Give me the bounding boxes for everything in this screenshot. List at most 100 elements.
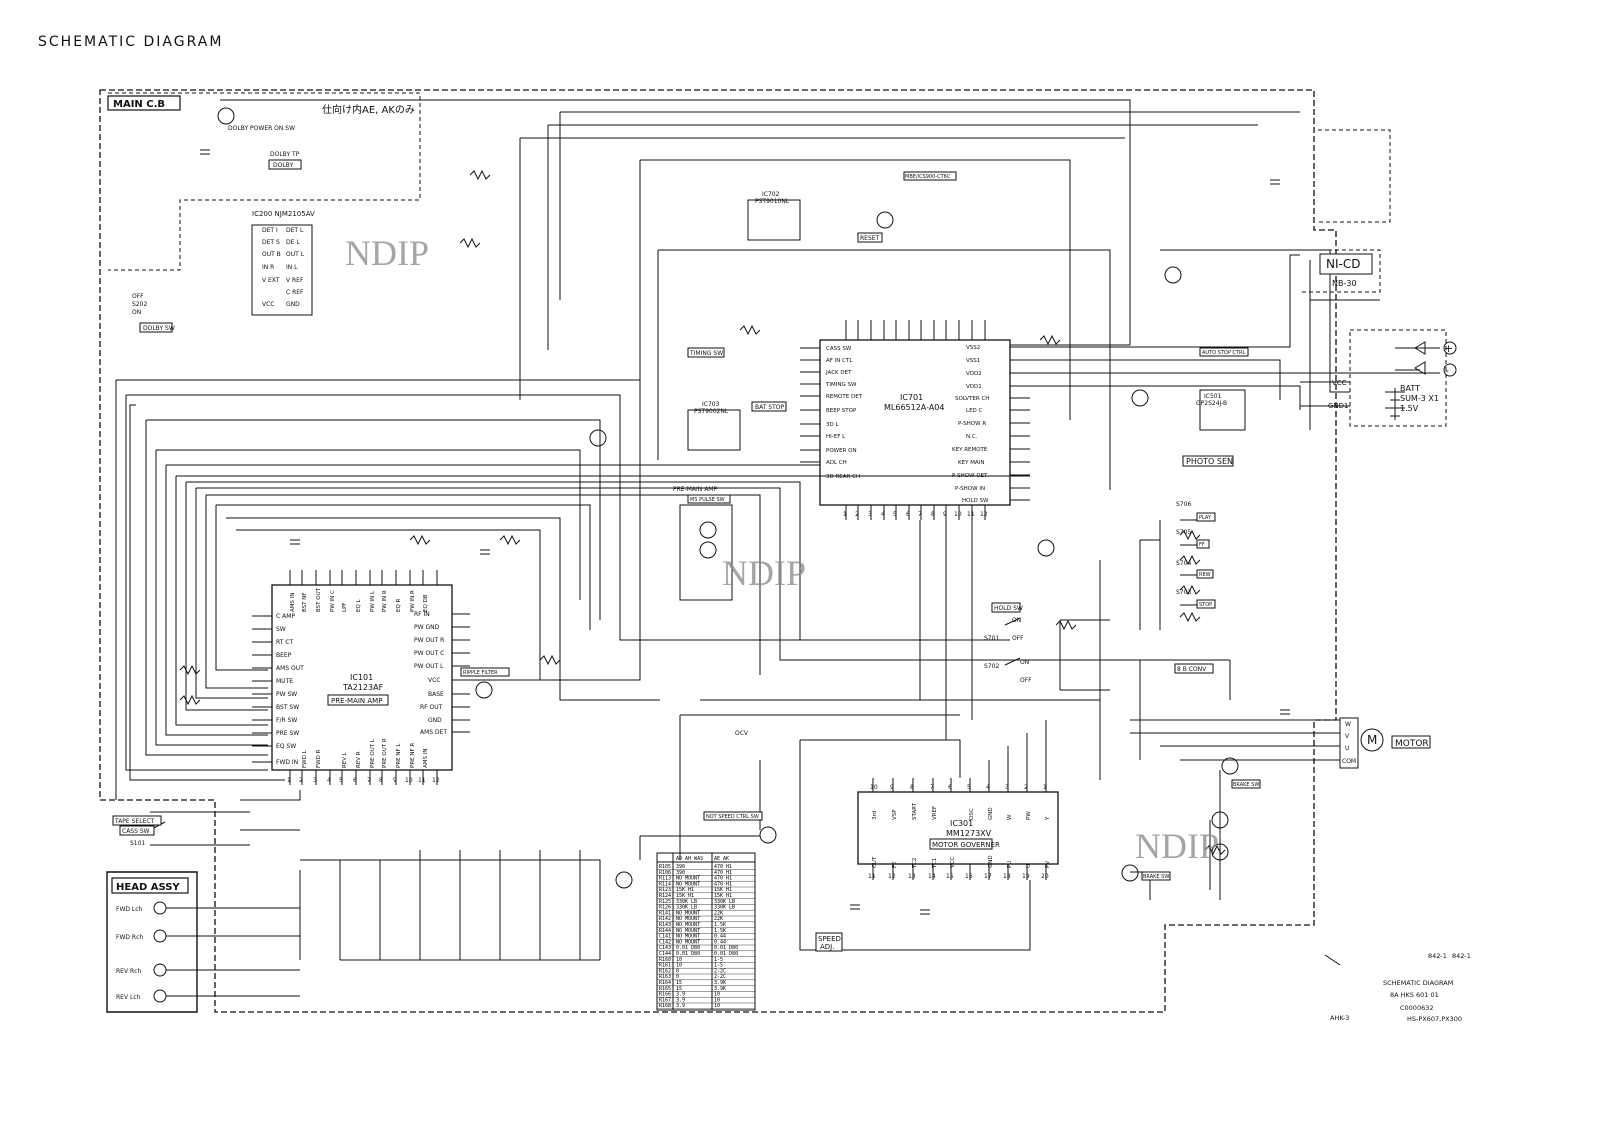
ic701-pin-b9: 9 [943,511,947,518]
ic200-pin-l2: DET S [262,239,280,246]
ic301-pin-b1: CUT [872,856,878,868]
watermark-3: NDIP [1135,826,1219,866]
ic701-pin-l6: BEEP STOP [826,408,857,414]
table-cell: R165 [659,986,671,992]
table-cell: 15 [676,980,682,986]
ic200-pin-r4: IN L [286,264,298,271]
ic101-pin-r7: BASE [428,691,444,698]
ic200-pin-r6: C REF [286,289,304,296]
ic101-num-10: 10 [405,777,413,784]
ic101-pin-r1: RF IN [414,611,430,618]
ic701-pin-b6: 6 [906,511,910,518]
table-cell: 10 [676,957,682,963]
table-cell: 0.01 D80 [676,945,700,951]
ic701-pin-l7: 3D L [826,422,839,428]
ic200-pin-r2: DE L [286,239,300,246]
table-cell: R168 [659,1003,671,1009]
speed-label: SPEED [818,935,841,943]
ic301-num-b4: 14 [928,873,936,880]
s705-label: S705 [1176,529,1191,536]
title-block-line3: C0000632 [1400,1004,1434,1012]
table-cell: 15K H1 [714,893,732,899]
ic101-pin-b2: FWD R [316,749,322,768]
ic301-num-b3: 13 [908,873,916,880]
ic701-pin-r6: LED C [966,408,983,414]
hold-sw-label: HOLD SW [994,605,1023,612]
ic101-pin-t4: PW IN C [330,590,336,612]
ic701-pin-b4: 4 [881,511,885,518]
table-cell: NO MOUNT [676,910,700,916]
ic701-pin-l10: ADL CH [826,460,847,466]
table-cell: R162 [659,968,671,974]
ic101-ref: IC101 [350,673,373,682]
head-fwd-rch: FWD Rch [116,934,143,941]
table-cell: R143 [659,922,671,928]
table-cell: 390 [676,864,685,870]
title-block-rev-1: 842-1 [1428,952,1447,960]
ic200-pin-r3: OUT L [286,251,305,258]
batt-line-1: BATT [1400,384,1420,393]
s202-on: ON [132,309,141,316]
ic101-pin-r10: AMS DET [420,729,447,736]
ic101-pin-t6: EQ L [356,598,362,612]
table-cell: NO MOUNT [676,876,700,882]
table-cell: R161 [659,963,671,969]
ic701-pin-r3: VDD2 [966,371,982,377]
ic701-pin-b5: 5 [893,511,897,518]
table-cell: 22K [714,916,723,922]
ic101-label: PRE-MAIN AMP [331,697,382,705]
s702-on: ON [1020,659,1029,666]
table-cell: 15K H1 [714,887,732,893]
table-cell: 0.01 D80 [676,951,700,957]
table-cell: 3.9K [714,986,726,992]
ic701-pin-l2: AF IN CTL [826,358,853,364]
speed-adj-label: ADJ. [820,943,834,951]
ic101-num-2: 2 [299,777,303,784]
ic101-pin-r5: PW OUT L [414,663,444,670]
ic101-pin-b7: PRE NF L [396,743,402,768]
table-cell: 22K [714,910,723,916]
table-cell: 1.5K [714,928,726,934]
ic101-part: TA2123AF [342,683,384,692]
table-cell: R164 [659,980,671,986]
table-cell: 3.9 [676,997,685,1003]
head-fwd-lch: FWD Lch [116,906,143,913]
motor-v: V [1345,733,1350,740]
ic701-pin-r12: P-SHOW IN [955,486,985,492]
board-photo-sen-label: PHOTO SEN [1186,457,1233,466]
ic301-pin-t6: GND [988,807,994,820]
ic301-label: MOTOR GOVERNER [932,841,1000,849]
ic101-pin-l10: PRE SW [276,730,299,737]
dolby-on-label: DOLBY POWER ON SW [228,125,295,132]
ic200-ref: IC200 NJM2105AV [252,210,315,218]
vcc-label: VCC [1332,379,1347,387]
watermark-1: NDIP [345,233,429,273]
ic101-num-12: 12 [432,777,440,784]
s701-on: ON [1012,617,1021,624]
ic702-part: PST9010NL [755,198,790,205]
plus-terminal: + [1444,342,1453,355]
mbe-ic-label: MBE/ICS900-CT6C [905,174,951,180]
ic703-part: PST9002NL [694,408,729,415]
table-cell: 10 [714,992,720,998]
table-header-1: AD AH WAS [676,856,703,862]
table-cell: C141 [659,934,671,940]
table-cell: C142 [659,939,671,945]
minus-terminal: - [1445,364,1449,377]
ic101-num-3: 3 [313,777,317,784]
ic301-pin-b2: FE [892,861,898,868]
ic301-num-t2: 9 [890,784,894,791]
title-block-line1: SCHEMATIC DIAGRAM [1383,979,1453,987]
table-cell: 0.01 D80 [714,951,738,957]
ic701-pin-l9: POWER ON [826,448,857,454]
ic101-pin-l6: MUTE [276,678,293,685]
ic101-pin-r2: PW GND [414,624,440,631]
ic101-pin-r3: PW OUT R [414,637,444,644]
table-cell: 330K LB [714,899,735,905]
ic301-num-b2: 12 [888,873,896,880]
table-cell: NO MOUNT [676,928,700,934]
ic101-pin-l11: EQ SW [276,743,296,750]
s101-label: S101 [130,840,145,847]
ms-pulse-label: MS PULSE SW [690,497,725,503]
